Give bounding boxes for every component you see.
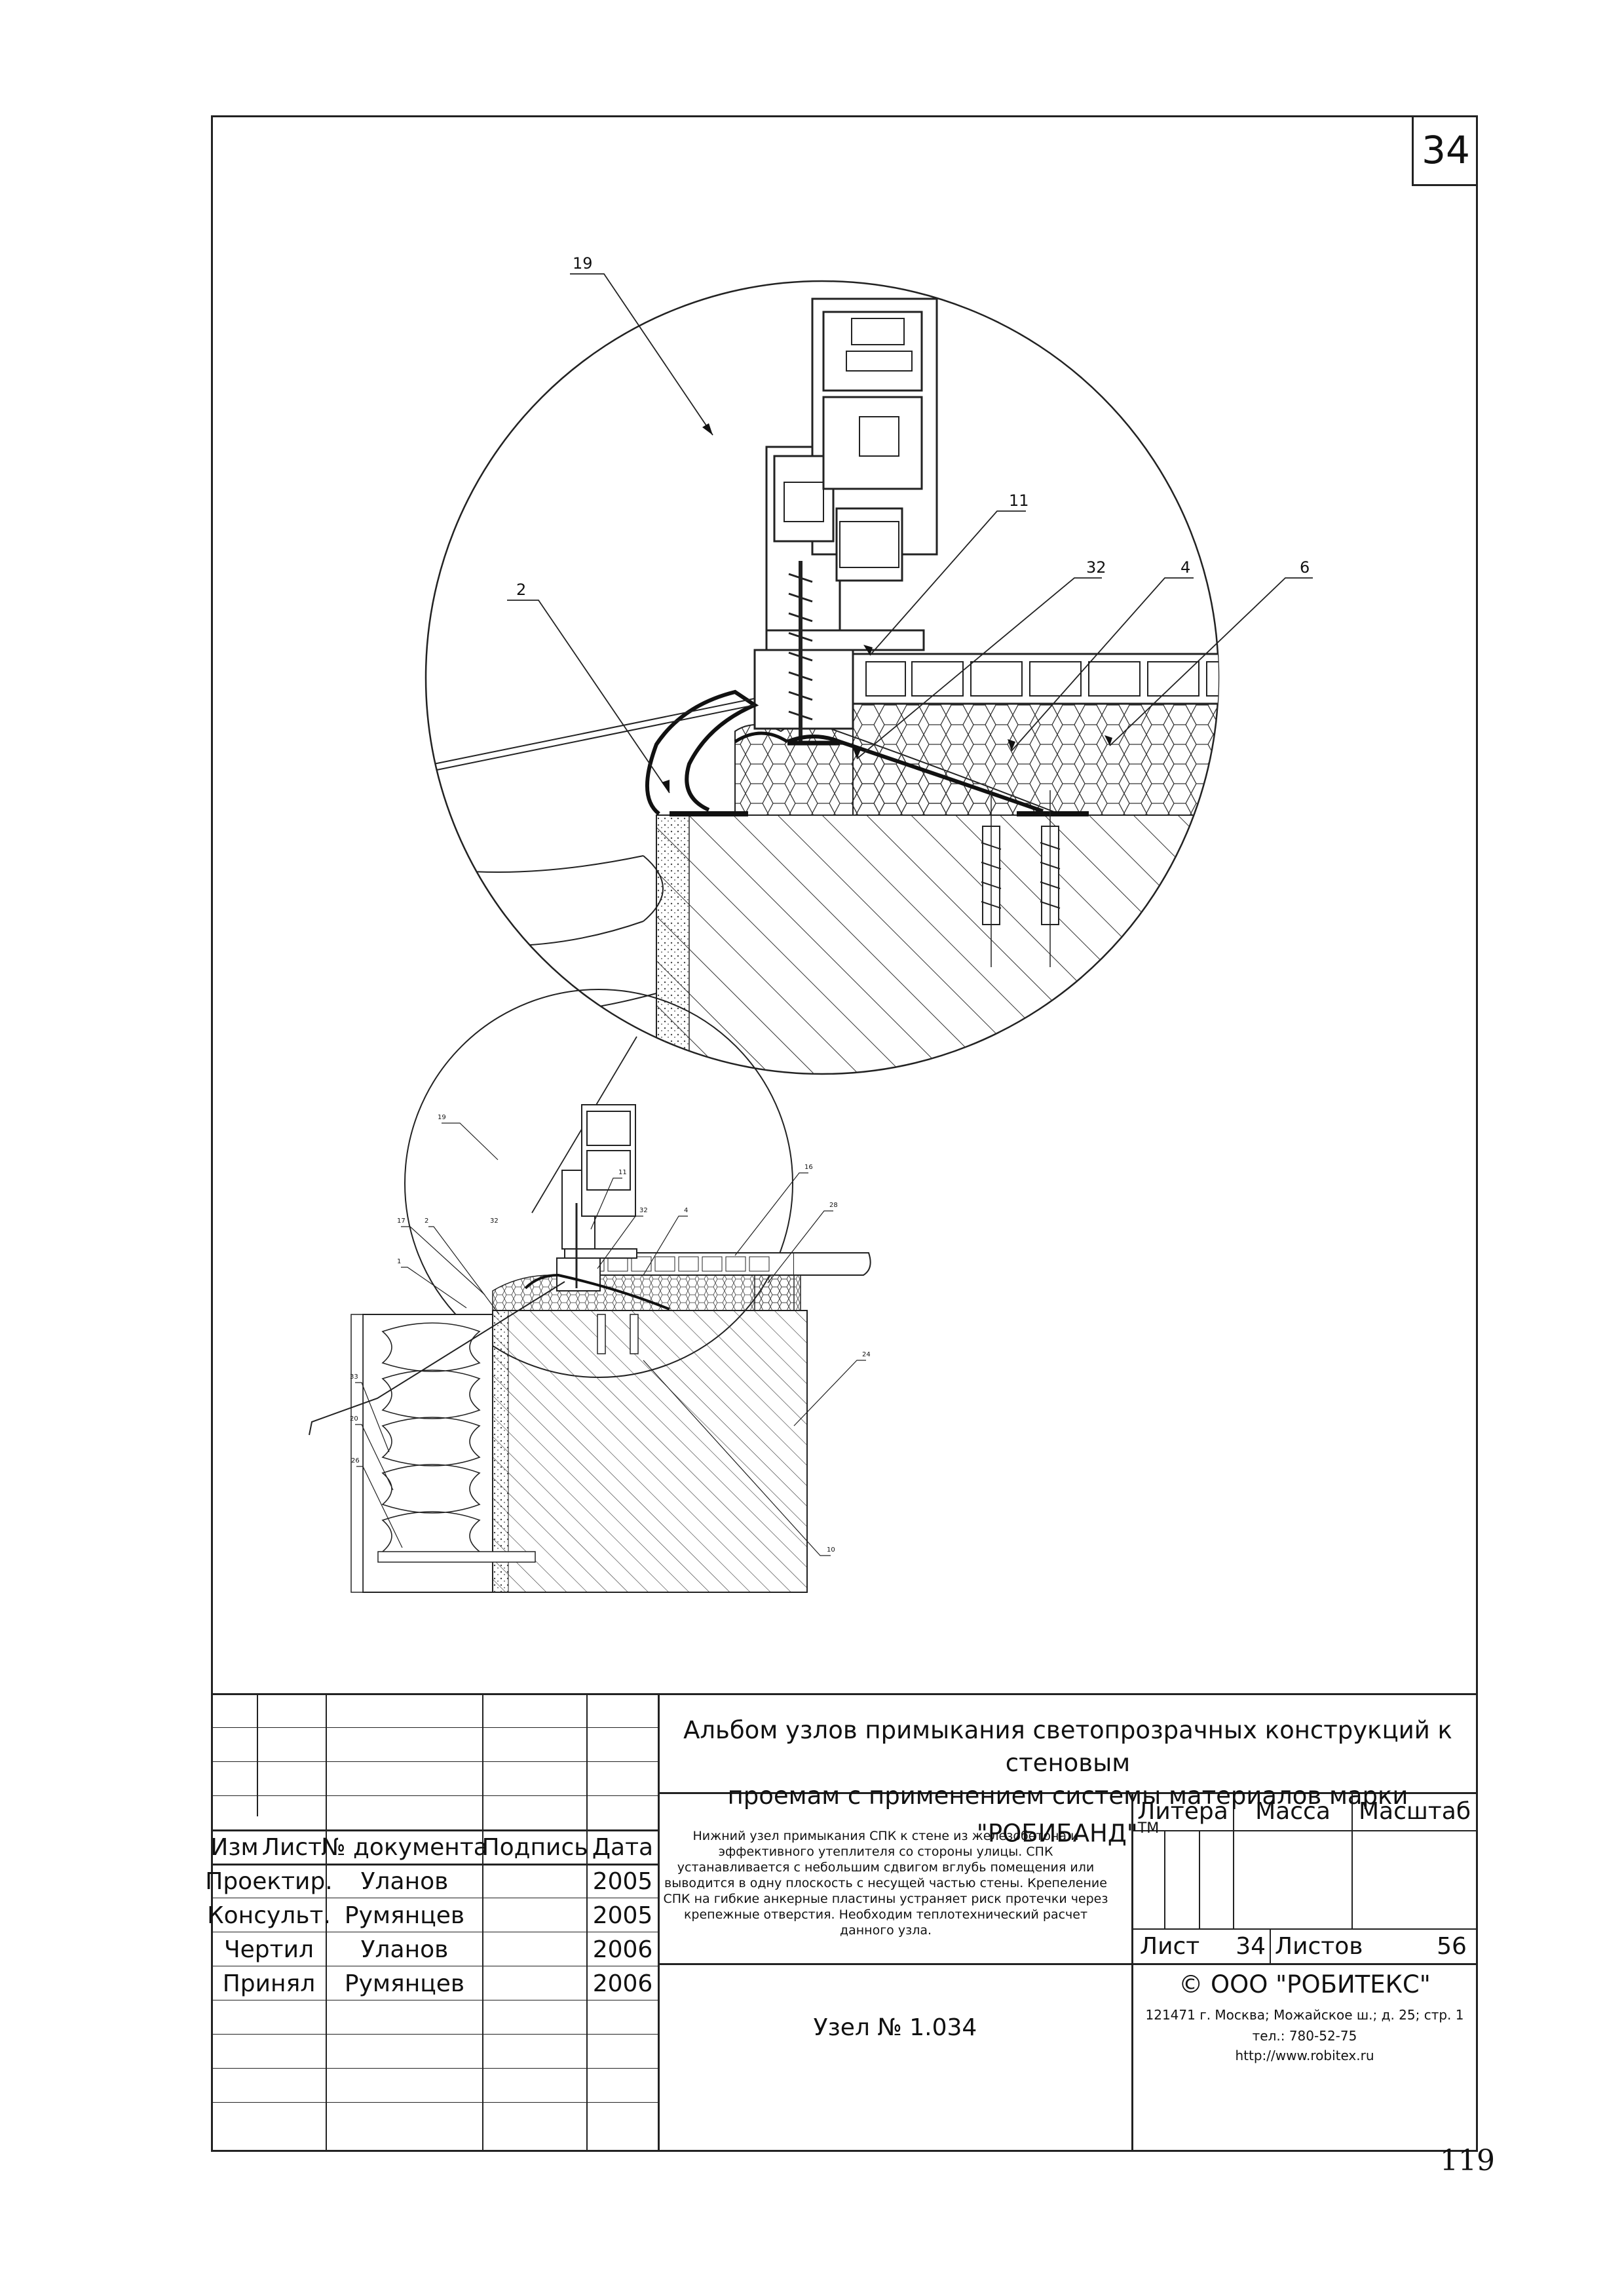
listov-label: Листов (1275, 1933, 1363, 1960)
callout-small-16: 16 (804, 1164, 813, 1171)
row-name: Румянцев (344, 1902, 465, 1929)
litera-label: Литера (1137, 1798, 1228, 1825)
row-name: Уланов (360, 1868, 449, 1895)
callout-small-19: 19 (438, 1114, 446, 1121)
callout-small-2: 2 (425, 1217, 428, 1225)
drawing-frame (211, 115, 1478, 2152)
callout-4: 4 (1180, 558, 1190, 577)
album-title-line2: проемам с применением системы материалов… (727, 1782, 1408, 1848)
callout-small-20: 20 (350, 1415, 358, 1423)
album-title-line1: Альбом узлов примыкания светопрозрачных … (683, 1716, 1452, 1777)
header-doc: № документа (321, 1834, 488, 1861)
detail-large-content (426, 297, 1218, 1074)
row-date: 2006 (592, 1936, 653, 1963)
list-value: 34 (1236, 1933, 1266, 1960)
title-block (211, 1693, 1478, 2152)
callout-small-24: 24 (862, 1351, 871, 1358)
callout-6: 6 (1300, 558, 1310, 577)
callout-19: 19 (573, 254, 593, 273)
listov-value: 56 (1437, 1933, 1467, 1960)
row-role: Чертил (223, 1936, 314, 1963)
overview-section (309, 1104, 871, 1593)
callout-small-17: 17 (397, 1217, 406, 1225)
row-date: 2005 (592, 1902, 653, 1929)
technical-drawing: 19 11 32 4 6 2 (309, 254, 1313, 1593)
callout-small-1: 1 (397, 1258, 401, 1265)
callout-32: 32 (1086, 558, 1106, 577)
row-name: Румянцев (344, 1970, 465, 1997)
row-name: Уланов (360, 1936, 449, 1963)
callout-small-11: 11 (618, 1169, 627, 1176)
massa-label: Масса (1255, 1798, 1331, 1825)
company-name: © ООО "РОБИТЕКС" (1179, 1970, 1431, 1999)
sheet-number-box: 34 (1412, 115, 1478, 186)
callout-small-28: 28 (829, 1202, 838, 1209)
node-description: Нижний узел примыкания СПК к стене из же… (663, 1829, 1108, 1938)
row-date: 2005 (592, 1868, 653, 1895)
callout-small-33: 33 (350, 1373, 358, 1381)
trademark: ТМ (1137, 1820, 1160, 1837)
company-address: 121471 г. Москва; Можайское ш.; д. 25; с… (1145, 2007, 1464, 2023)
callout-2: 2 (516, 581, 526, 599)
header-list: Лист (261, 1834, 322, 1861)
list-label: Лист (1140, 1933, 1200, 1960)
callout-small-4: 4 (684, 1207, 688, 1214)
row-date: 2006 (592, 1970, 653, 1997)
row-role: Принял (222, 1970, 316, 1997)
album-title: Альбом узлов примыкания светопрозрачных … (659, 1714, 1477, 1850)
header-sign: Подпись (482, 1834, 588, 1861)
callout-small-10: 10 (827, 1546, 835, 1554)
sheet-number: 34 (1422, 127, 1470, 172)
header-date: Дата (592, 1834, 654, 1861)
callout-11: 11 (1009, 491, 1029, 510)
page-number: 119 (1440, 2144, 1495, 2177)
masshtab-label: Масштаб (1358, 1798, 1471, 1825)
node-number: Узел № 1.034 (813, 2014, 977, 2041)
header-izm: Изм (210, 1834, 259, 1861)
row-role: Проектир. (205, 1868, 333, 1895)
company-phone: тел.: 780-52-75 (1252, 2028, 1357, 2044)
callout-small-32b: 32 (490, 1217, 499, 1225)
row-role: Консульт. (207, 1902, 331, 1929)
callout-small-26: 26 (351, 1457, 360, 1464)
company-url: http://www.robitex.ru (1235, 2048, 1374, 2063)
callout-small-32: 32 (639, 1207, 648, 1214)
